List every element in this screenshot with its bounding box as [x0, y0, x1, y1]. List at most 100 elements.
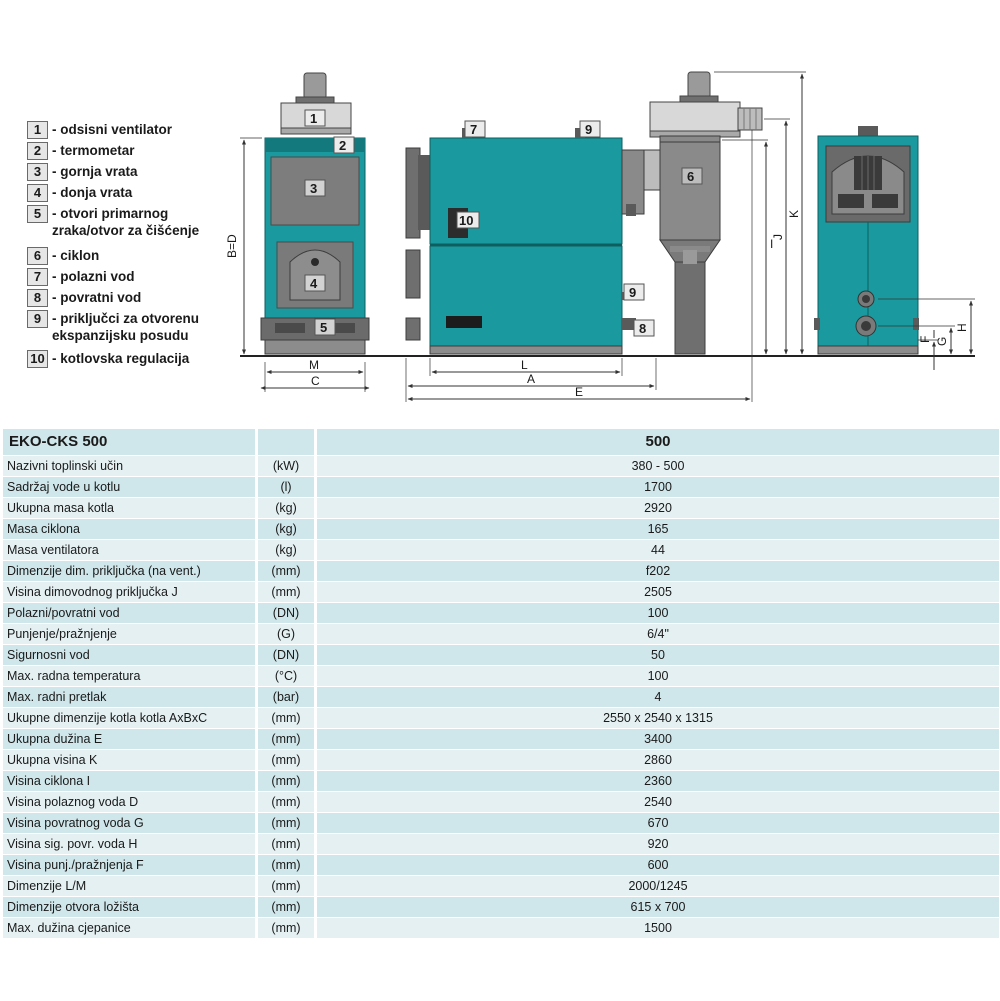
legend-text: - odsisni ventilator: [52, 122, 173, 137]
legend-number: 4: [27, 184, 48, 202]
legend-text: - donja vrata: [52, 185, 133, 200]
table-row: Visina punj./pražnjenja F(mm)600: [3, 855, 999, 875]
spec-unit: (l): [280, 480, 292, 494]
spec-label: Ukupna dužina E: [7, 732, 103, 746]
dim-e: E: [575, 385, 583, 399]
dim-i: I: [770, 237, 773, 251]
spec-label: Max. radni pretlak: [7, 690, 107, 704]
model-name: EKO-CKS 500: [9, 433, 108, 450]
spec-label: Polazni/povratni vod: [7, 606, 120, 620]
callout-8: 8: [639, 321, 646, 336]
legend-number: 1: [27, 121, 48, 139]
spec-value: 44: [651, 543, 665, 557]
callout-2: 2: [339, 138, 346, 153]
front-view: 1 2 3 4 5 B=D M C: [225, 72, 370, 392]
callout-9b: 9: [629, 285, 636, 300]
spec-value: 670: [647, 816, 669, 830]
dim-h: H: [955, 323, 969, 332]
legend-text: - termometar: [52, 143, 135, 158]
spec-label: Visina ciklona I: [7, 774, 91, 788]
spec-unit: (mm): [271, 837, 301, 851]
table-row: Sadržaj vode u kotlu(l)1700: [3, 477, 999, 497]
table-row: Ukupna visina K (mm) 2860: [3, 750, 999, 770]
spec-value: 2540: [644, 795, 672, 809]
boiler-technical-drawing: 1 2 3 4 5 B=D M C: [225, 71, 975, 402]
spec-table-header: EKO-CKS 500 500: [3, 429, 999, 455]
table-row: Nazivni toplinski učin(kW)380 - 500: [3, 456, 999, 476]
spec-unit: (mm): [271, 795, 301, 809]
legend-text: - gornja vrata: [52, 164, 138, 179]
legend-number: 3: [27, 163, 48, 181]
legend-number: 8: [27, 289, 48, 307]
dim-f: F: [918, 336, 932, 343]
dim-k: K: [787, 210, 801, 218]
callout-5: 5: [320, 320, 327, 335]
spec-unit: (kg): [275, 543, 297, 557]
spec-value: 2920: [644, 501, 672, 515]
spec-value: f202: [645, 564, 671, 578]
spec-unit: (mm): [271, 585, 301, 599]
legend-item: 9- priključci za otvorenu ekspanzijsku p…: [27, 310, 199, 344]
table-row: Sigurnosni vod(DN)50: [3, 645, 999, 665]
spec-label: Dimenzije otvora ložišta: [7, 900, 139, 914]
legend-item: 10 - kotlovska regulacija: [27, 350, 189, 368]
spec-label: Visina punj./pražnjenja F: [7, 858, 144, 872]
spec-unit: (°C): [274, 669, 298, 683]
spec-unit: (mm): [271, 816, 301, 830]
spec-unit: (mm): [271, 879, 301, 893]
legend-text: - polazni vod: [52, 269, 135, 284]
legend-text: - kotlovska regulacija: [52, 351, 190, 366]
spec-value: 3400: [644, 732, 672, 746]
callout-9: 9: [585, 122, 592, 137]
spec-label: Sadržaj vode u kotlu: [7, 480, 121, 494]
dim-c: C: [311, 374, 320, 388]
spec-label: Masa ciklona: [7, 522, 80, 536]
legend-number: 10: [27, 350, 48, 368]
dim-m: M: [309, 358, 319, 372]
spec-unit: (DN): [272, 648, 300, 662]
spec-label: Dimenzije dim. priključka (na vent.): [7, 564, 201, 578]
spec-unit: (kg): [275, 501, 297, 515]
legend-text: - ciklon: [52, 248, 100, 263]
table-row: Dimenzije L/M(mm)2000/1245: [3, 876, 999, 896]
spec-unit: (mm): [271, 774, 301, 788]
spec-label: Sigurnosni vod: [7, 648, 90, 662]
rear-view: F G H: [814, 126, 975, 370]
spec-label: Ukupna visina K: [7, 753, 98, 767]
spec-unit: (mm): [271, 753, 301, 767]
table-row: Dimenzije dim. priključka (na vent.) (mm)…: [3, 561, 999, 581]
spec-label: Ukupna masa kotla: [7, 501, 115, 515]
spec-unit: (kW): [272, 459, 300, 473]
spec-value: 165: [647, 522, 669, 536]
table-row: Polazni/povratni vod(DN)100: [3, 603, 999, 623]
legend-item: 2- termometar: [27, 142, 135, 160]
spec-value: 2860: [644, 753, 672, 767]
spec-unit: (mm): [271, 921, 301, 935]
callout-4: 4: [310, 276, 318, 291]
spec-value: 2360: [644, 774, 672, 788]
legend-item: 3 - gornja vrata: [27, 163, 138, 181]
spec-label: Visina sig. povr. voda H: [7, 837, 138, 851]
spec-unit: (mm): [271, 900, 301, 914]
spec-value: 380 - 500: [631, 459, 685, 473]
legend-number: 9: [27, 310, 48, 328]
table-row: Masa ciklona (kg) 165: [3, 519, 999, 539]
spec-value: 615 x 700: [630, 900, 686, 914]
table-row: Visina polaznog voda D(mm)2540: [3, 792, 999, 812]
spec-unit: (G): [276, 627, 296, 641]
cyclone: [659, 139, 721, 241]
table-row: Visina povratnog voda G(mm)670: [3, 813, 999, 833]
legend-item: 8- povratni vod: [27, 289, 141, 307]
spec-unit: (kg): [275, 522, 297, 536]
spec-label: Ukupne dimenzije kotla kotla AxBxC: [7, 711, 208, 725]
spec-unit: (mm): [271, 564, 301, 578]
spec-value: 920: [647, 837, 669, 851]
spec-value: 2550 x 2540 x 1315: [603, 711, 713, 725]
legend-text: - priključci za otvorenu ekspanzijsku po…: [52, 311, 200, 343]
table-row: Punjenje/pražnjenje(G)6/4": [3, 624, 999, 644]
spec-unit: (mm): [271, 711, 301, 725]
spec-value: 100: [647, 606, 669, 620]
legend-item: 4 - donja vrata: [27, 184, 132, 202]
spec-value: 100: [647, 669, 669, 683]
spec-label: Dimenzije L/M: [7, 879, 87, 893]
